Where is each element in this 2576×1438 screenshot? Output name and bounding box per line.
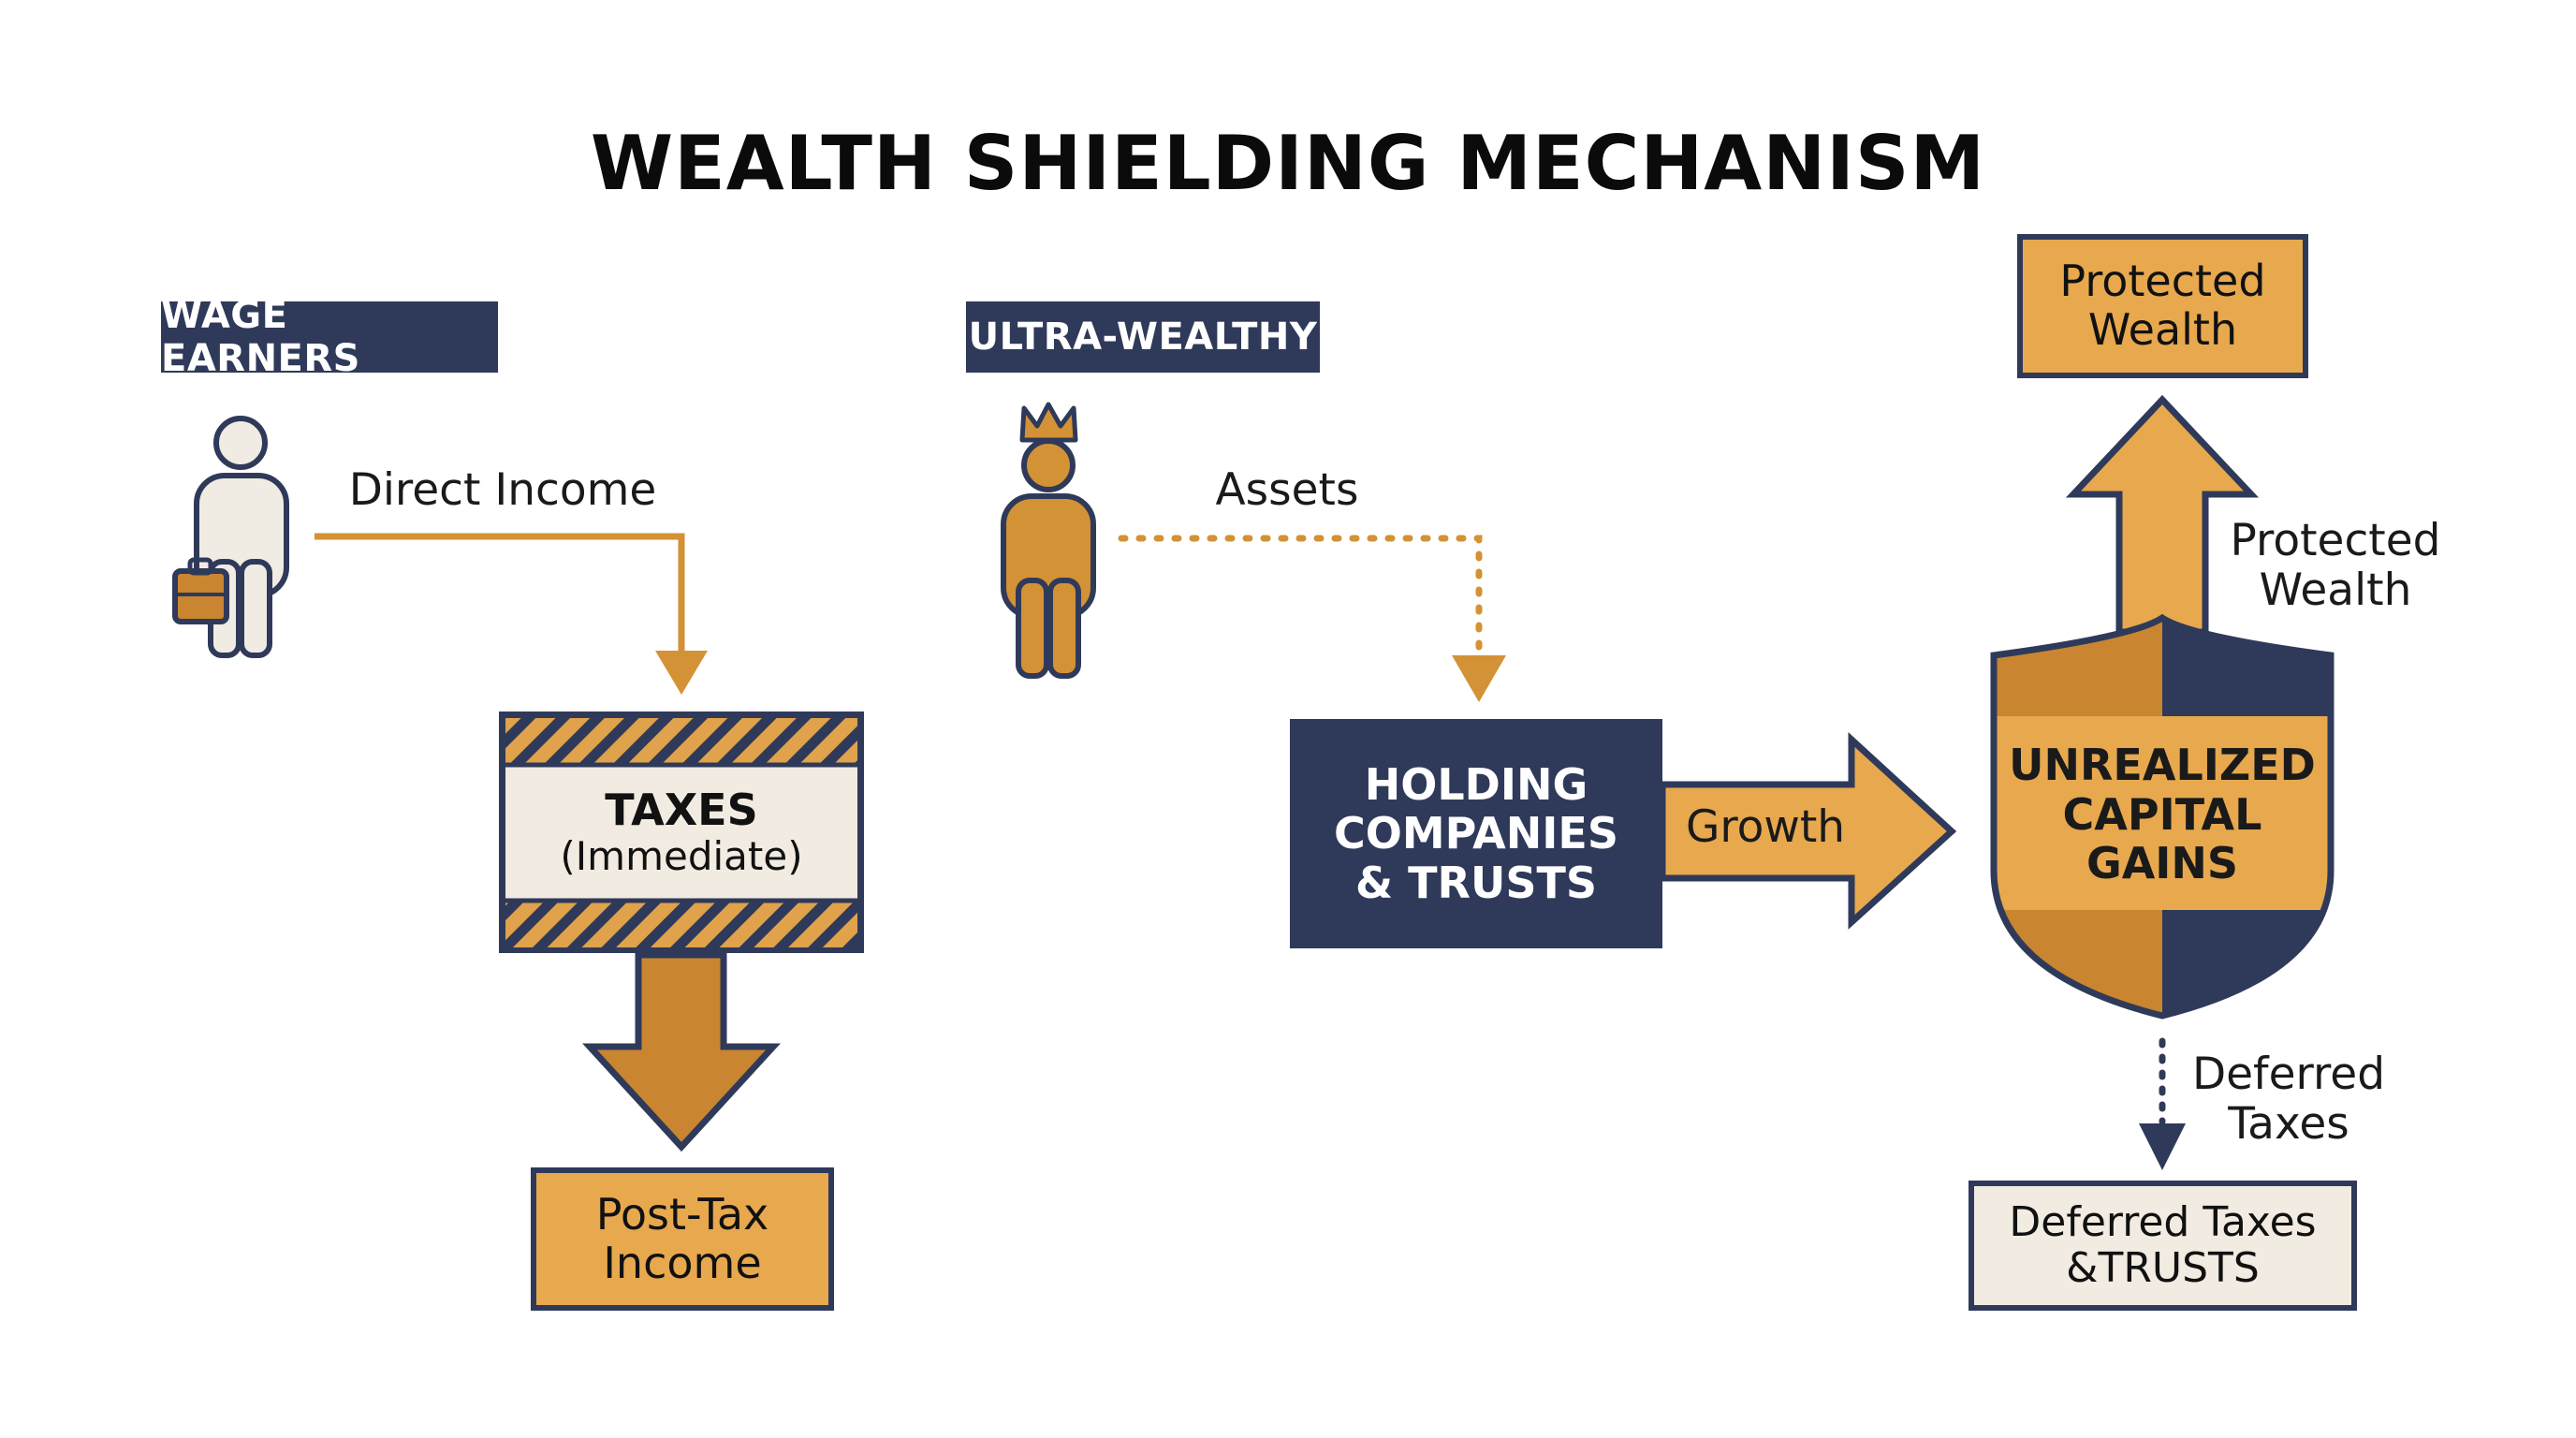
wage-earners-tag: WAGE EARNERS	[161, 294, 498, 380]
taxes-box	[499, 712, 864, 953]
shield-line3: GAINS	[2086, 838, 2239, 889]
assets-label: Assets	[1215, 464, 1359, 516]
shield-line1: UNREALIZED	[2009, 740, 2316, 791]
holding-line1: HOLDING	[1364, 758, 1588, 810]
deferred-taxes-label-line2: Taxes	[2228, 1097, 2349, 1150]
taxes-title: TAXES	[605, 784, 758, 835]
holding-line3: & TRUSTS	[1355, 857, 1597, 908]
direct-income-label: Direct Income	[348, 464, 657, 516]
protected-wealth-label-line1: Protected	[2230, 515, 2441, 566]
post-tax-box-bg	[531, 1167, 834, 1311]
wage-earner-icon	[172, 416, 289, 658]
deferred-taxes-box: Deferred Taxes &TRUSTS	[1971, 1183, 2354, 1308]
growth-label: Growth	[1685, 801, 1846, 853]
unrealized-gains-text: UNREALIZED CAPITAL GAINS	[2003, 730, 2321, 899]
post-tax-income-box: Post-Tax Income	[534, 1170, 831, 1308]
post-tax-line1: Post-Tax	[595, 1188, 769, 1240]
taxes-text: TAXES (Immediate)	[505, 765, 857, 901]
deferred-taxes-box-bg	[1969, 1181, 2357, 1311]
protected-wealth-up-arrow	[2065, 394, 2260, 636]
deferred-taxes-label: Deferred Taxes	[2181, 1049, 2396, 1150]
taxes-subtitle: (Immediate)	[560, 833, 803, 880]
deferred-taxes-label-line1: Deferred	[2191, 1049, 2386, 1100]
protected-wealth-box: Protected Wealth	[2020, 237, 2305, 375]
diagram-title: WEALTH SHIELDING MECHANISM	[590, 120, 1986, 207]
deferred-taxes-box-line2: &TRUSTS	[2066, 1243, 2260, 1292]
ultra-wealthy-tag: ULTRA-WEALTHY	[966, 301, 1320, 373]
post-tax-line2: Income	[603, 1237, 762, 1288]
holding-box-bg	[1290, 719, 1662, 948]
protected-wealth-label-line2: Wealth	[2259, 564, 2412, 616]
tax-down-arrow	[582, 951, 781, 1152]
deferred-taxes-box-line1: Deferred Taxes	[2009, 1198, 2317, 1247]
holding-companies-box: HOLDING COMPANIES & TRUSTS	[1290, 719, 1662, 948]
protected-wealth-label: Protected Wealth	[2218, 515, 2452, 616]
assets-arrow	[1118, 535, 1506, 702]
protected-wealth-box-line1: Protected	[2059, 256, 2266, 307]
holding-line2: COMPANIES	[1334, 808, 1618, 859]
protected-wealth-box-bg	[2017, 234, 2308, 378]
ultra-wealthy-icon	[1001, 402, 1096, 679]
protected-wealth-box-line2: Wealth	[2087, 304, 2238, 355]
shield-line2: CAPITAL	[2062, 788, 2262, 840]
direct-income-arrow	[315, 533, 708, 695]
deferred-taxes-arrow	[2139, 1037, 2186, 1170]
growth-arrow	[1659, 732, 1957, 930]
